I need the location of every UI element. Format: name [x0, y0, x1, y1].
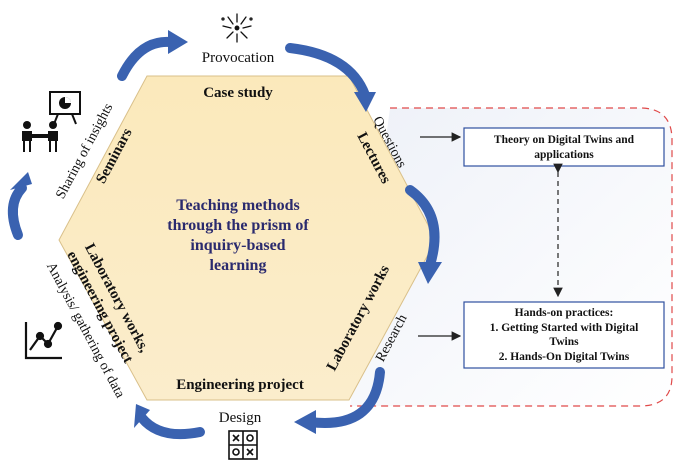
- presentation-icon: [22, 91, 81, 152]
- arrowhead-design: [294, 410, 316, 434]
- hands-on-box: [463, 301, 665, 369]
- hands-on-line-2: 1. Getting Started with Digital: [490, 322, 639, 334]
- hands-on-line-4: 2. Hands-On Digital Twins: [499, 351, 630, 363]
- arrow-analysis-to-sharing: [7, 183, 27, 240]
- center-line-4: learning: [210, 257, 267, 274]
- theory-box-line-2: applications: [534, 149, 594, 161]
- engineering-project-label: Engineering project: [176, 377, 304, 393]
- arrow-provocation-to-questions: [285, 43, 370, 100]
- arrow-design-to-analysis: [137, 413, 205, 440]
- center-title: Teaching methods through the prism of in…: [167, 197, 309, 274]
- theory-box-line-1: Theory on Digital Twins and: [494, 134, 635, 146]
- provocation-label: Provocation: [202, 50, 275, 66]
- center-line-1: Teaching methods: [176, 197, 299, 214]
- cycle-arrowheads: [10, 30, 442, 434]
- theory-box: [463, 127, 665, 167]
- arrowhead-provocation: [168, 30, 188, 54]
- case-study-label: Case study: [203, 85, 273, 101]
- arrowhead-questions: [354, 92, 376, 112]
- arrow-questions-to-research: [405, 185, 440, 270]
- arrow-research-to-design: [305, 367, 385, 428]
- arrowhead-analysis: [134, 404, 150, 428]
- line-chart-icon: [24, 321, 63, 360]
- strategy-board-icon: [228, 430, 258, 460]
- center-line-3: inquiry-based: [190, 237, 285, 254]
- fireworks-icon: [221, 13, 253, 43]
- arrowhead-sharing: [10, 172, 32, 190]
- arrow-sharing-to-provocation: [117, 36, 175, 81]
- design-label: Design: [219, 410, 262, 426]
- hands-on-line-1: Hands-on practices:: [515, 307, 614, 319]
- cycle-arrows: [7, 36, 440, 440]
- arrowhead-research: [418, 262, 442, 284]
- hands-on-line-3: Twins: [549, 336, 579, 348]
- center-line-2: through the prism of: [167, 217, 309, 234]
